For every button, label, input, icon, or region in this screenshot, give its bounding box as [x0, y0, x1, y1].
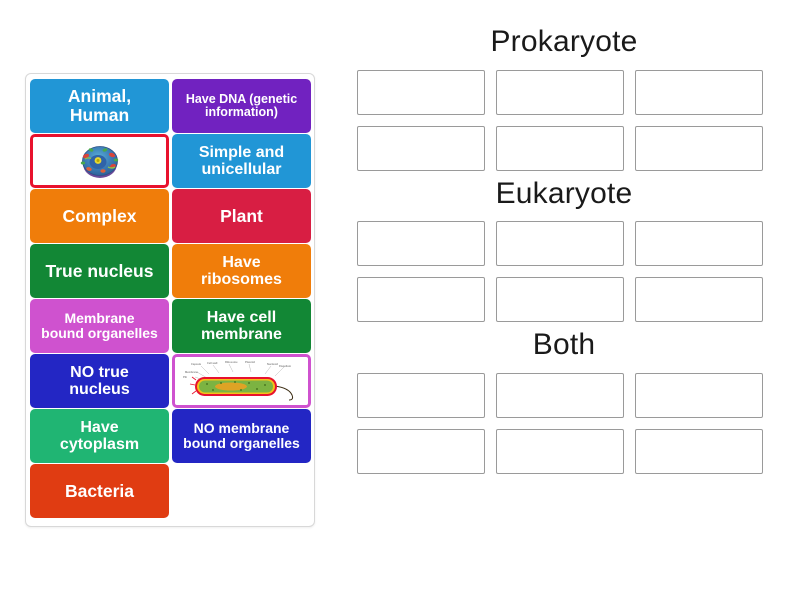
- answer-tile-animal-human[interactable]: Animal,Human: [30, 79, 169, 133]
- category-title-prokaryote: Prokaryote: [490, 25, 638, 58]
- answer-tile-label: Bacteria: [64, 480, 135, 501]
- answer-tile-eukaryotic-cell-image[interactable]: [30, 134, 169, 188]
- answer-tile-prokaryotic-cell-image[interactable]: Capsule Cell wall Ribosome Plasmid Nucle…: [172, 354, 311, 408]
- answer-tile-label: Plant: [220, 205, 263, 226]
- drop-slot-prokaryote-2[interactable]: [496, 69, 624, 115]
- answer-tile-complex[interactable]: Complex: [30, 189, 169, 243]
- answer-tile-label: Animal,Human: [67, 86, 132, 125]
- answer-tile-label: Complex: [62, 205, 137, 226]
- svg-text:Nucleoid: Nucleoid: [267, 362, 278, 366]
- drop-slot-grid-prokaryote: [357, 69, 788, 171]
- answer-tile-tray: Animal,Human Have DNA (genetic informatio…: [25, 73, 315, 527]
- drop-slot-both-2[interactable]: [496, 372, 624, 418]
- svg-text:Plasmid: Plasmid: [245, 360, 255, 364]
- svg-text:Ribosome: Ribosome: [225, 360, 238, 364]
- drop-slot-eukaryote-2[interactable]: [496, 221, 624, 266]
- answer-tile-label: Have DNA (genetic information): [185, 91, 298, 119]
- svg-text:Cell wall: Cell wall: [207, 361, 218, 365]
- drop-slot-both-4[interactable]: [357, 428, 485, 474]
- drop-slot-prokaryote-6[interactable]: [635, 125, 763, 171]
- answer-tile-plant[interactable]: Plant: [172, 189, 311, 243]
- answer-tile-grid: Animal,Human Have DNA (genetic informatio…: [30, 79, 311, 518]
- drop-slot-prokaryote-5[interactable]: [496, 125, 624, 171]
- category-both: Both: [340, 329, 788, 474]
- drop-slot-grid-both: [357, 372, 788, 474]
- category-title-eukaryote: Eukaryote: [495, 176, 633, 210]
- category-title-both: Both: [532, 328, 596, 361]
- answer-tile-bacteria[interactable]: Bacteria: [30, 464, 169, 518]
- drop-slot-prokaryote-1[interactable]: [357, 69, 485, 115]
- drop-slot-eukaryote-1[interactable]: [357, 221, 485, 266]
- drop-slot-grid-eukaryote: [357, 221, 788, 322]
- svg-text:Pili: Pili: [183, 375, 187, 379]
- svg-text:Capsule: Capsule: [191, 362, 202, 366]
- category-eukaryote: Eukaryote: [340, 176, 788, 322]
- drop-slot-prokaryote-3[interactable]: [635, 69, 763, 115]
- tray-empty-cell: [172, 464, 311, 518]
- drop-slot-both-1[interactable]: [357, 372, 485, 418]
- bacteria-cell-diagram-icon: Capsule Cell wall Ribosome Plasmid Nucle…: [183, 360, 293, 401]
- category-prokaryote: Prokaryote: [340, 26, 788, 171]
- drop-slot-both-6[interactable]: [635, 428, 763, 474]
- animal-cell-diagram-icon: [80, 146, 118, 178]
- svg-text:Flagellum: Flagellum: [279, 364, 292, 368]
- drop-slot-both-5[interactable]: [496, 428, 624, 474]
- svg-text:Membrane: Membrane: [185, 370, 199, 374]
- drop-slot-eukaryote-3[interactable]: [635, 221, 763, 266]
- drop-slot-eukaryote-6[interactable]: [635, 277, 763, 322]
- drop-slot-eukaryote-4[interactable]: [357, 277, 485, 322]
- answer-tile-label: True nucleus: [45, 260, 154, 281]
- drop-slot-eukaryote-5[interactable]: [496, 277, 624, 322]
- drop-slot-prokaryote-4[interactable]: [357, 125, 485, 171]
- answer-tile-true-nucleus[interactable]: True nucleus: [30, 244, 169, 298]
- drop-slot-both-3[interactable]: [635, 372, 763, 418]
- answer-tile-have-dna[interactable]: Have DNA (genetic information): [172, 79, 311, 133]
